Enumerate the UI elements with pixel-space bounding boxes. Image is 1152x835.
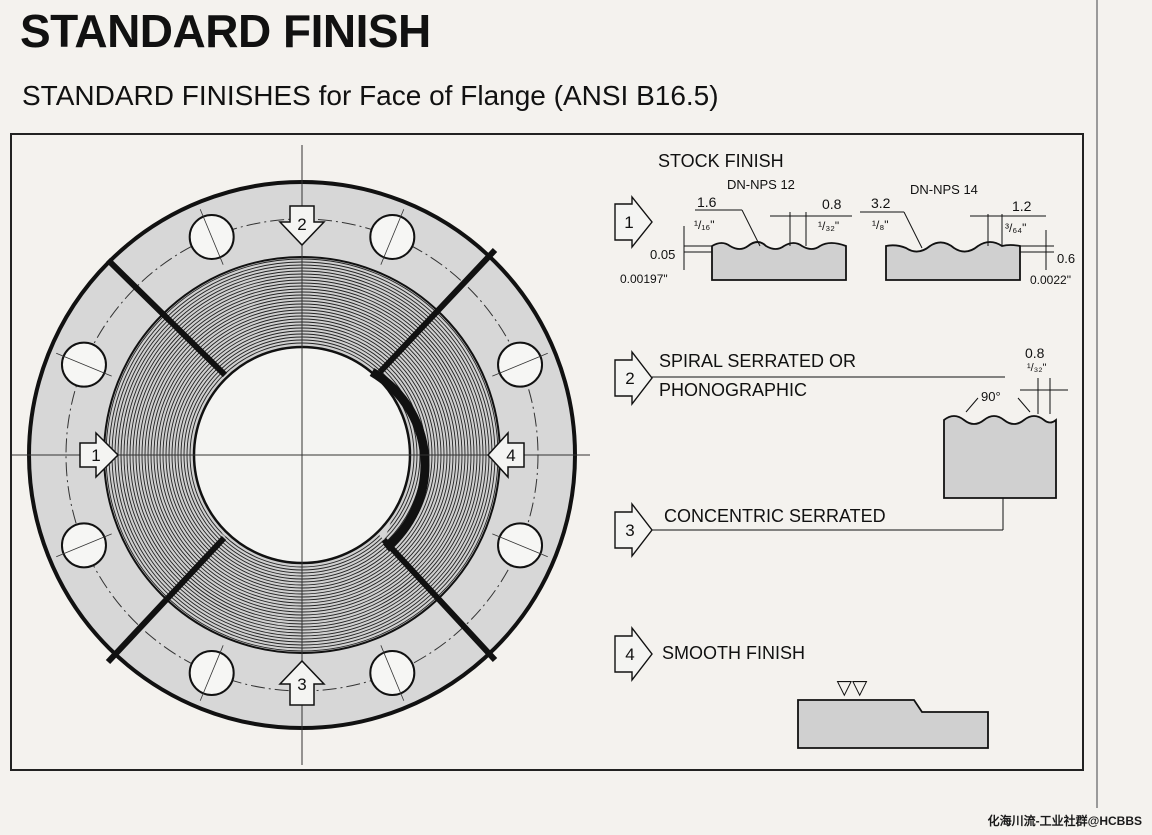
smooth-finish-symbol: ▽▽ <box>837 677 868 699</box>
sector-arrow-4: 4 <box>486 431 525 479</box>
spiral-serrated-profile <box>943 378 1068 499</box>
sector-number-2: 2 <box>297 215 306 234</box>
finish-number-4: 4 <box>625 645 634 664</box>
stock-right-b-in: ³/₆₄" <box>1005 221 1027 235</box>
bolt-hole-centerline <box>199 209 224 265</box>
bolt-hole-centerline <box>199 645 224 701</box>
stock-right-b-mm: 1.2 <box>1012 198 1032 214</box>
sector-divider-sw <box>105 535 227 665</box>
sector-arrow-3: 3 <box>278 659 326 706</box>
concentric-label: CONCENTRIC SERRATED <box>664 506 886 526</box>
finish-number-2: 2 <box>625 369 634 388</box>
bolt-hole-centerline <box>56 352 112 377</box>
stock-left-dn-nps: DN-NPS 12 <box>727 177 795 192</box>
stock-right-a-mm: 3.2 <box>871 195 891 211</box>
page-edge-rule <box>1096 0 1098 808</box>
stock-left-a-mm: 1.6 <box>697 194 717 210</box>
finish-tag-3: 3 <box>614 501 653 559</box>
finish-tag-2: 2 <box>614 349 653 407</box>
stock-right-dn-nps: DN-NPS 14 <box>910 182 978 197</box>
stock-left-a-in: ¹/₁₆" <box>694 218 715 232</box>
sector-number-1: 1 <box>91 446 100 465</box>
bolt-hole-centerline <box>380 645 405 701</box>
bolt-hole-centerline <box>56 533 112 558</box>
stock-right-depth-mm: 0.6 <box>1057 251 1076 266</box>
stock-left-depth-mm: 0.05 <box>650 247 676 262</box>
sector-divider-ne <box>377 247 498 375</box>
sector-number-3: 3 <box>297 675 306 694</box>
bolt-holes <box>56 209 548 701</box>
bolt-hole-centerline <box>380 209 405 265</box>
stock-left-b-mm: 0.8 <box>822 196 842 212</box>
spiral-label-line1: SPIRAL SERRATED OR <box>659 351 857 371</box>
finish-tag-4: 4 <box>614 625 653 683</box>
spiral-label-line2: PHONOGRAPHIC <box>659 380 808 400</box>
stock-right-a-in: ¹/₈" <box>872 218 889 232</box>
diagram-frame <box>10 133 1084 771</box>
finish-tag-1: 1 <box>614 195 653 249</box>
smooth-finish-profile: ▽▽ <box>797 677 989 749</box>
stock-left-b-in: ¹/₃₂" <box>818 219 840 233</box>
bore-shadow <box>369 368 430 552</box>
sector-arrow-2: 2 <box>278 205 326 247</box>
finish-number-1: 1 <box>624 213 633 232</box>
watermark: 化海川流-工业社群@HCBBS <box>987 814 1142 828</box>
spiral-pitch-in: ¹/₃₂" <box>1027 362 1047 374</box>
smooth-label: SMOOTH FINISH <box>662 643 805 663</box>
sector-number-4: 4 <box>506 446 515 465</box>
stock-finish-profile-left <box>683 209 852 281</box>
sector-arrow-1: 1 <box>79 431 120 479</box>
stock-left-depth-in: 0.00197" <box>620 272 668 286</box>
stock-finish-label: STOCK FINISH <box>658 151 784 171</box>
spiral-angle: 90° <box>981 389 1001 404</box>
sector-divider-nw <box>105 257 228 378</box>
page-title: STANDARD FINISH <box>20 5 431 57</box>
bolt-hole-centerline <box>492 533 548 558</box>
stock-right-depth-in: 0.0022" <box>1030 273 1071 287</box>
bolt-hole-centerline <box>492 352 548 377</box>
stock-finish-profile-right <box>860 211 1054 281</box>
finish-number-3: 3 <box>625 521 634 540</box>
sector-divider-se <box>381 537 498 663</box>
spiral-pitch-mm: 0.8 <box>1025 345 1045 361</box>
page-subtitle: STANDARD FINISHES for Face of Flange (AN… <box>22 80 719 111</box>
